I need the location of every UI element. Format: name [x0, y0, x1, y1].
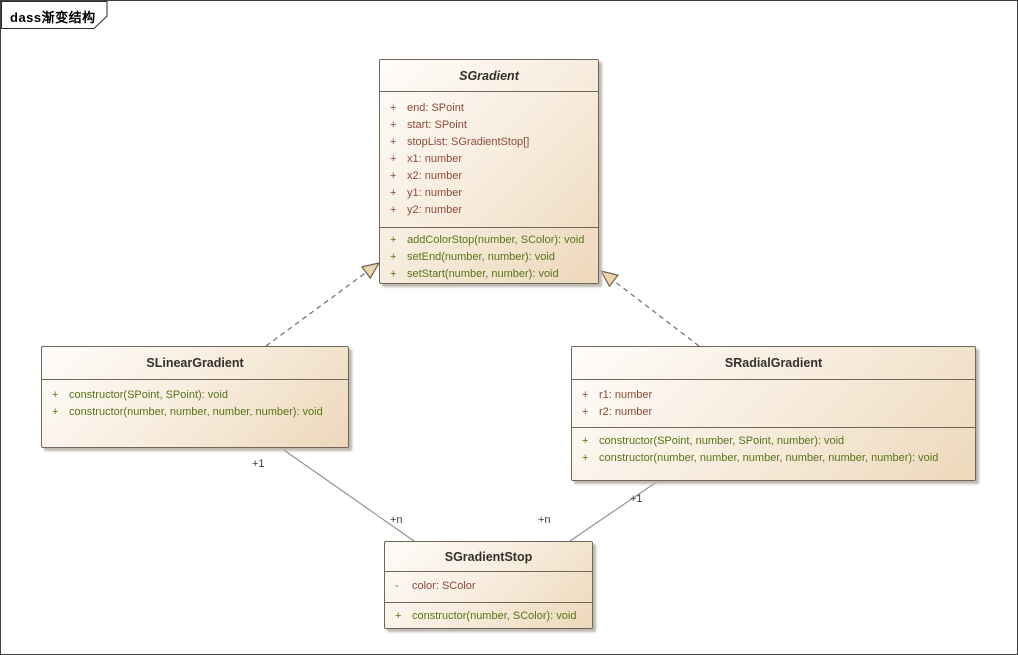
multiplicity-label: +n	[390, 514, 403, 526]
generalization-slineargradient-to-sgradient[interactable]	[265, 263, 379, 347]
attr-r2: + r2: number	[572, 404, 975, 421]
visibility: +	[390, 102, 397, 114]
visibility: +	[390, 187, 397, 199]
visibility: +	[52, 406, 59, 418]
member-text: setEnd(number, number): void	[407, 251, 555, 263]
attr-color: - color: SColor	[385, 578, 592, 595]
attributes-compartment: + r1: number + r2: number	[572, 380, 975, 427]
op-setstart: + setStart(number, number): void	[380, 266, 598, 283]
visibility: -	[395, 580, 399, 592]
attr-r1: + r1: number	[572, 387, 975, 404]
member-text: y1: number	[407, 187, 463, 199]
member-text: y2: number	[407, 204, 463, 216]
member-text: constructor(number, number, number, numb…	[599, 452, 939, 464]
visibility: +	[390, 119, 397, 131]
class-slineargradient[interactable]: SLinearGradient + constructor(SPoint, SP…	[41, 346, 349, 448]
member-text: end: SPoint	[407, 102, 464, 114]
class-sgradient[interactable]: SGradient + end: SPoint + start: SPoint …	[379, 59, 599, 284]
member-text: stopList: SGradientStop[]	[407, 136, 530, 148]
visibility: +	[390, 153, 397, 165]
op-constructor-numbers: + constructor(number, number, number, nu…	[42, 404, 348, 421]
visibility: +	[390, 268, 397, 280]
attr-y2: + y2: number	[380, 202, 598, 219]
member-text: color: SColor	[412, 580, 476, 592]
op-constructor: + constructor(number, SColor): void	[385, 608, 592, 625]
visibility: +	[582, 406, 589, 418]
class-title: SLinearGradient	[42, 347, 348, 380]
op-setend: + setEnd(number, number): void	[380, 249, 598, 266]
member-text: addColorStop(number, SColor): void	[407, 234, 585, 246]
member-text: constructor(SPoint, SPoint): void	[69, 389, 228, 401]
visibility: +	[390, 204, 397, 216]
visibility: +	[582, 452, 589, 464]
visibility: +	[390, 136, 397, 148]
visibility: +	[395, 610, 402, 622]
operations-compartment: + constructor(number, SColor): void	[385, 602, 592, 628]
class-sradialgradient[interactable]: SRadialGradient + r1: number + r2: numbe…	[571, 346, 976, 481]
member-text: constructor(number, number, number, numb…	[69, 406, 323, 418]
association-sradialgradient-sgradientstop[interactable]	[569, 480, 659, 542]
op-constructor-numbers: + constructor(number, number, number, nu…	[572, 450, 975, 467]
class-title: SGradientStop	[385, 542, 592, 572]
operations-compartment: + constructor(SPoint, number, SPoint, nu…	[572, 427, 975, 480]
attributes-compartment: - color: SColor	[385, 572, 592, 602]
multiplicity-label: +n	[538, 514, 551, 526]
association-slineargradient-sgradientstop[interactable]	[280, 447, 415, 542]
member-text: x2: number	[407, 170, 463, 182]
member-text: r1: number	[599, 389, 653, 401]
visibility: +	[390, 170, 397, 182]
attr-x2: + x2: number	[380, 168, 598, 185]
member-text: start: SPoint	[407, 119, 467, 131]
op-constructor-points: + constructor(SPoint, number, SPoint, nu…	[572, 433, 975, 450]
generalization-sradialgradient-to-sgradient[interactable]	[601, 271, 700, 347]
multiplicity-label: +1	[630, 493, 643, 505]
multiplicity-label: +1	[252, 458, 265, 470]
visibility: +	[390, 234, 397, 246]
member-text: r2: number	[599, 406, 653, 418]
member-text: setStart(number, number): void	[407, 268, 559, 280]
class-sgradientstop[interactable]: SGradientStop - color: SColor + construc…	[384, 541, 593, 629]
visibility: +	[390, 251, 397, 263]
member-text: constructor(SPoint, number, SPoint, numb…	[599, 435, 845, 447]
op-addcolorstop: + addColorStop(number, SColor): void	[380, 232, 598, 249]
attr-y1: + y1: number	[380, 185, 598, 202]
frame-tab	[1, 1, 108, 29]
visibility: +	[582, 389, 589, 401]
member-text: constructor(number, SColor): void	[412, 610, 577, 622]
visibility: +	[582, 435, 589, 447]
class-title: SRadialGradient	[572, 347, 975, 380]
class-title: SGradient	[380, 60, 598, 92]
op-constructor-points: + constructor(SPoint, SPoint): void	[42, 387, 348, 404]
visibility: +	[52, 389, 59, 401]
attr-x1: + x1: number	[380, 151, 598, 168]
operations-compartment: + constructor(SPoint, SPoint): void + co…	[42, 380, 348, 447]
attr-start: + start: SPoint	[380, 117, 598, 134]
diagram-frame-label: dass渐变结构	[10, 10, 96, 25]
member-text: x1: number	[407, 153, 463, 165]
attr-end: + end: SPoint	[380, 100, 598, 117]
attr-stoplist: + stopList: SGradientStop[]	[380, 134, 598, 151]
attributes-compartment: + end: SPoint + start: SPoint + stopList…	[380, 92, 598, 227]
operations-compartment: + addColorStop(number, SColor): void + s…	[380, 227, 598, 283]
